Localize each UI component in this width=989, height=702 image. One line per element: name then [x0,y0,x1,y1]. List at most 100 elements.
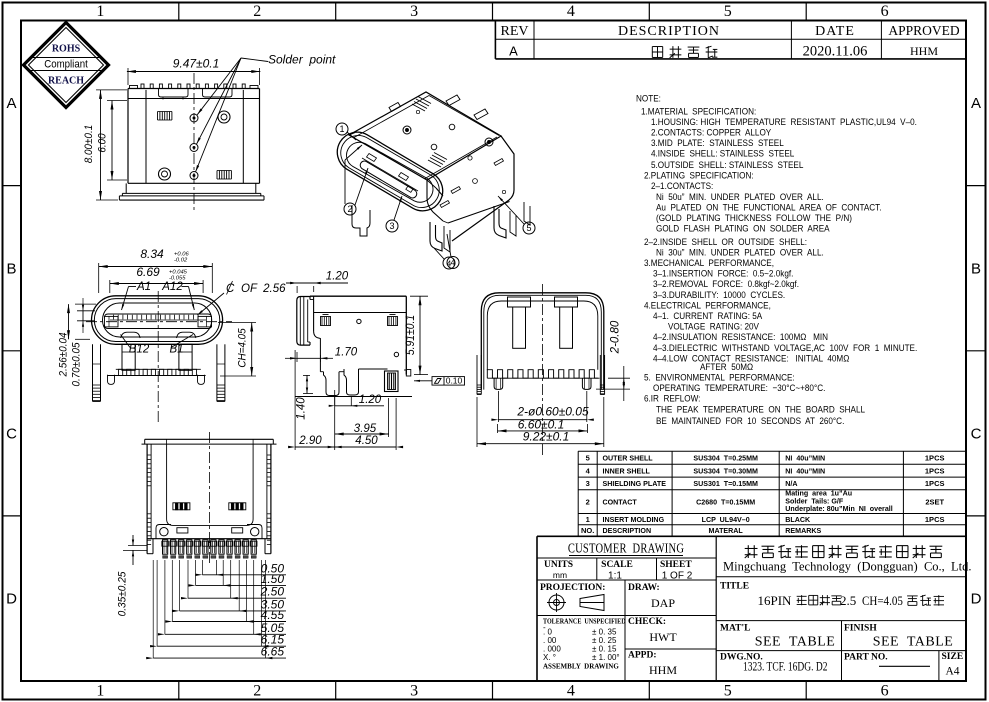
svg-text:8.00±0.1: 8.00±0.1 [84,125,96,163]
svg-text:4–1. CURRENT RATING: 5A: 4–1. CURRENT RATING: 5A [653,310,762,321]
svg-text:4.ELECTRICAL PERFORMANCE,: 4.ELECTRICAL PERFORMANCE, [644,300,771,311]
svg-text:A12: A12 [161,281,183,293]
svg-text:Compliant: Compliant [44,59,88,71]
svg-text:MATERAL: MATERAL [709,526,744,535]
svg-text:. 000: . 000 [543,645,561,654]
svg-text:CH=4.05: CH=4.05 [862,593,903,608]
svg-text:. 00: . 00 [543,636,557,645]
svg-text:6: 6 [881,683,889,700]
svg-text:REV: REV [501,24,529,39]
svg-text:6.69: 6.69 [136,265,160,279]
svg-text:DESCRIPTION: DESCRIPTION [618,24,720,39]
svg-text:1.70: 1.70 [335,347,358,359]
svg-text:4.50: 4.50 [355,435,378,447]
svg-text:-0.02: -0.02 [174,258,188,264]
svg-text:PART NO.: PART NO. [844,653,888,663]
svg-text:2-0.80: 2-0.80 [610,320,622,354]
svg-text:CUSTOMER DRAWING: CUSTOMER DRAWING [568,540,684,556]
svg-text:4.55: 4.55 [261,608,285,622]
svg-text:6.65: 6.65 [261,645,285,659]
svg-text:SUS304 T=0.30MM: SUS304 T=0.30MM [693,466,758,475]
svg-text:1: 1 [339,124,344,134]
svg-text:2.56±0.04: 2.56±0.04 [58,332,70,377]
svg-text:OF 2.56: OF 2.56 [241,283,286,295]
svg-text:4: 4 [450,258,455,268]
svg-text:Mingchuang Technology (Dongg: Mingchuang Technology (Dongguan) Co., Lt… [723,560,972,574]
svg-text:1323. TCF. 16DG. D2: 1323. TCF. 16DG. D2 [743,660,828,674]
svg-text:1:1: 1:1 [608,571,622,582]
svg-text:C: C [971,426,982,443]
svg-text:FINISH: FINISH [844,624,877,634]
svg-text:4–4.LOW CONTACT RESISTANCE:: 4–4.LOW CONTACT RESISTANCE: INITIAL 40MΩ [653,353,850,364]
svg-text:5. ENVIRONMENTAL PERFORMANCE: 5. ENVIRONMENTAL PERFORMANCE: [644,372,795,383]
svg-text:-0.055: -0.055 [169,276,186,282]
svg-text:2.5: 2.5 [840,593,856,608]
svg-text:5.05: 5.05 [261,621,285,635]
svg-text:. 0: . 0 [543,628,552,637]
svg-text:Mating area 1u”Au: Mating area 1u”Au [785,489,852,498]
svg-text:VOLTAGE RATING: 20V: VOLTAGE RATING: 20V [668,321,759,332]
svg-text:mm: mm [553,570,567,580]
svg-text:(GOLD PLATING THICKNESS FOL: (GOLD PLATING THICKNESS FOLLOW THE P/N) [656,212,852,223]
svg-text:INNER SHELL: INNER SHELL [603,466,651,475]
svg-text:2: 2 [586,497,590,506]
svg-text:TOLERANCE UNSPECIFIED: TOLERANCE UNSPECIFIED [543,617,626,626]
svg-text:BE MAINTAINED FOR 10 SECON: BE MAINTAINED FOR 10 SECONDS AT 260°C. [656,415,844,426]
svg-text:2SET: 2SET [925,497,944,506]
svg-text:16PIN: 16PIN [758,593,793,608]
svg-text:A: A [971,95,981,112]
svg-text:DATE: DATE [815,24,855,39]
svg-text:6.IR REFLOW:: 6.IR REFLOW: [644,393,700,404]
svg-text:OUTER SHELL: OUTER SHELL [603,453,654,462]
svg-text:THE PEAK TEMPERATURE ON TH: THE PEAK TEMPERATURE ON THE BOARD SHALL [656,404,865,415]
svg-text:3.MECHANICAL PERFORMANCE,: 3.MECHANICAL PERFORMANCE, [644,257,774,268]
svg-text:± 1. 00°: ± 1. 00° [592,653,620,662]
svg-text:2-ø0.60±0.05: 2-ø0.60±0.05 [516,405,589,419]
svg-text:5.91±0.1: 5.91±0.1 [405,315,418,355]
svg-text:1PCS: 1PCS [925,515,945,524]
svg-text:C: C [226,283,235,295]
svg-text:SHEET: SHEET [660,560,692,570]
svg-text:3.MID PLATE: STAINLESS STEE: 3.MID PLATE: STAINLESS STEEL [651,137,784,148]
svg-text:2–1.CONTACTS:: 2–1.CONTACTS: [651,180,713,191]
svg-text:SEE TABLE: SEE TABLE [755,635,836,650]
svg-text:4: 4 [567,683,575,700]
svg-text:1: 1 [586,515,590,524]
svg-text:CHECK:: CHECK: [628,617,666,627]
svg-text:3.95: 3.95 [354,423,377,435]
svg-text:9.22±0.1: 9.22±0.1 [523,430,570,444]
svg-text:1 OF 2: 1 OF 2 [662,571,693,582]
svg-text:NI 40u”MIN: NI 40u”MIN [785,453,825,462]
svg-text:2.50: 2.50 [260,585,285,599]
svg-text:2.CONTACTS: COPPER ALLOY: 2.CONTACTS: COPPER ALLOY [651,127,771,138]
svg-text:± 0. 25: ± 0. 25 [592,636,617,645]
svg-text:BLACK: BLACK [785,515,811,524]
svg-text:SUS301 T=0.15MM: SUS301 T=0.15MM [693,479,758,488]
svg-text:B12: B12 [129,344,150,356]
svg-text:0.10: 0.10 [446,376,463,386]
svg-text:5: 5 [724,3,732,20]
svg-text:DAP: DAP [651,596,675,610]
svg-text:1PCS: 1PCS [925,479,945,488]
svg-text:A4: A4 [945,666,959,678]
svg-text:5.OUTSIDE SHELL: STAINLESS S: 5.OUTSIDE SHELL: STAINLESS STEEL [651,159,803,170]
svg-text:1PCS: 1PCS [925,453,945,462]
svg-text:A: A [6,95,16,112]
svg-text:4: 4 [567,3,575,20]
svg-text:0.35±0.25: 0.35±0.25 [116,571,128,616]
svg-text:4: 4 [447,260,452,269]
svg-text:4: 4 [586,466,591,475]
svg-text:1.40: 1.40 [296,397,308,420]
svg-text:DESCRIPTION: DESCRIPTION [603,526,652,535]
svg-text:2: 2 [253,3,261,20]
svg-text:3–2.REMOVAL FORCE: 0.8kgf~2.: 3–2.REMOVAL FORCE: 0.8kgf~2.0kgf. [653,278,799,289]
svg-text:3–1.INSERTION FORCE: 0.5~2.0: 3–1.INSERTION FORCE: 0.5~2.0kgf. [653,268,793,279]
svg-text:UNITS: UNITS [544,560,573,570]
svg-text:CH=4.05: CH=4.05 [237,328,249,367]
svg-text:APPROVED: APPROVED [888,23,960,38]
svg-text:9.47±0.1: 9.47±0.1 [173,57,220,71]
svg-text:B: B [971,260,981,277]
svg-text:3–3.DURABILITY: 10000 CYCLES: 3–3.DURABILITY: 10000 CYCLES. [653,289,785,300]
svg-text:SCALE: SCALE [601,560,633,570]
svg-text:MAT'L: MAT'L [720,624,750,634]
